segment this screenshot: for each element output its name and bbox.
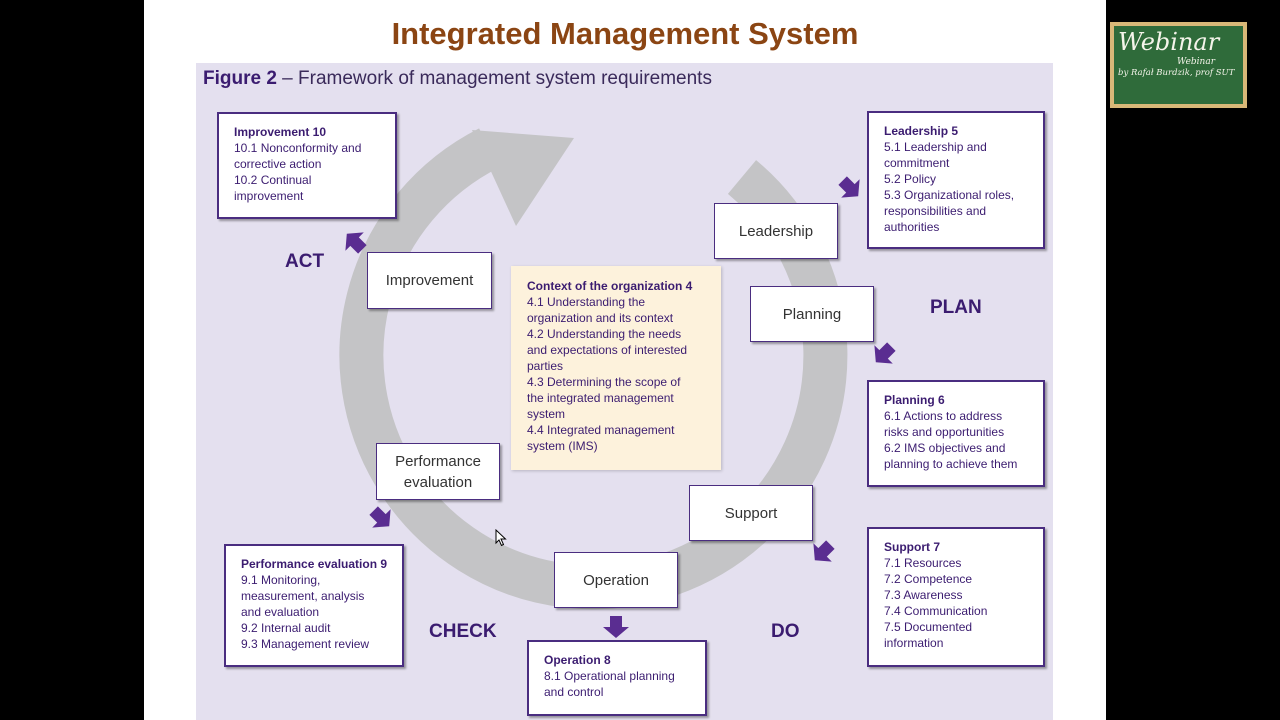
detail-heading: Operation 8 bbox=[544, 653, 611, 667]
detail-heading: Improvement 10 bbox=[234, 125, 327, 139]
badge-title: Webinar bbox=[1118, 28, 1220, 56]
stage-label-line: evaluation bbox=[403, 473, 473, 491]
detail-performance-evaluation: Performance evaluation 9 9.1 Monitoring,… bbox=[224, 544, 404, 667]
detail-heading: Performance evaluation 9 bbox=[241, 557, 388, 571]
detail-line: 7.3 Awareness bbox=[884, 588, 963, 602]
pointer-arrow-icon bbox=[838, 176, 860, 198]
detail-operation: Operation 8 8.1 Operational planning and… bbox=[527, 640, 707, 716]
detail-line: 7.1 Resources bbox=[884, 556, 962, 570]
stage-support: Support bbox=[689, 485, 813, 541]
pointer-arrow-icon bbox=[874, 342, 896, 364]
context-line: system bbox=[527, 407, 566, 421]
context-line: parties bbox=[527, 359, 564, 373]
stage-label: Performance evaluation bbox=[395, 451, 481, 493]
detail-line: corrective action bbox=[234, 157, 322, 171]
detail-line: 9.1 Monitoring, bbox=[241, 573, 321, 587]
context-line: 4.4 Integrated management bbox=[527, 423, 675, 437]
stage-label: Support bbox=[724, 504, 778, 522]
detail-line: 5.2 Policy bbox=[884, 172, 937, 186]
figure-separator: – bbox=[276, 68, 299, 89]
detail-planning: Planning 6 6.1 Actions to address risks … bbox=[867, 380, 1045, 487]
stage-label: Improvement bbox=[385, 272, 474, 289]
context-box: Context of the organization 4 4.1 Unders… bbox=[511, 266, 721, 470]
pointer-arrow-icon bbox=[813, 540, 835, 562]
detail-line: planning to achieve them bbox=[884, 457, 1018, 471]
slide-title: Integrated Management System bbox=[391, 16, 859, 51]
context-line: and expectations of interested bbox=[527, 343, 688, 357]
slide: Integrated Management System Figure 2 – … bbox=[144, 0, 1106, 720]
detail-line: 5.3 Organizational roles, bbox=[884, 188, 1015, 202]
context-line: system (IMS) bbox=[527, 439, 598, 453]
context-line: 4.1 Understanding the bbox=[527, 295, 646, 309]
detail-line: 10.1 Nonconformity and bbox=[234, 141, 362, 155]
cycle-arrowhead-icon bbox=[472, 130, 574, 226]
pointer-arrow-icon bbox=[345, 232, 367, 254]
detail-leadership: Leadership 5 5.1 Leadership and commitme… bbox=[867, 111, 1045, 249]
detail-improvement: Improvement 10 10.1 Nonconformity and co… bbox=[217, 112, 397, 219]
figure-caption-text: Framework of management system requireme… bbox=[298, 68, 712, 89]
stage-label: Leadership bbox=[738, 222, 814, 240]
stage-leadership: Leadership bbox=[714, 203, 838, 259]
stage-performance-evaluation: Performance evaluation bbox=[376, 443, 500, 500]
detail-line: authorities bbox=[884, 220, 940, 234]
context-line: 4.2 Understanding the needs bbox=[527, 327, 682, 341]
context-line: organization and its context bbox=[527, 311, 674, 325]
detail-line: 8.1 Operational planning bbox=[544, 669, 675, 683]
detail-heading: Leadership 5 bbox=[884, 124, 959, 138]
phase-do: DO bbox=[771, 621, 800, 642]
pointer-arrow-icon bbox=[603, 616, 629, 638]
detail-line: information bbox=[884, 636, 944, 650]
detail-line: risks and opportunities bbox=[884, 425, 1005, 439]
stage-planning: Planning bbox=[750, 286, 874, 342]
mouse-cursor-icon bbox=[495, 529, 507, 547]
detail-line: 6.1 Actions to address bbox=[884, 409, 1003, 423]
badge-subtitle: Webinar bbox=[1177, 57, 1215, 67]
phase-plan: PLAN bbox=[930, 297, 982, 318]
stage-operation: Operation bbox=[554, 552, 678, 608]
stage-label: Operation bbox=[583, 571, 649, 589]
webinar-badge: Webinar Webinar by Rafał Burdzik, prof S… bbox=[1110, 22, 1247, 108]
badge-byline: by Rafał Burdzik, prof SUT bbox=[1118, 68, 1235, 78]
context-line: 4.3 Determining the scope of bbox=[527, 375, 681, 389]
detail-line: and evaluation bbox=[241, 605, 320, 619]
detail-support: Support 7 7.1 Resources 7.2 Competence 7… bbox=[867, 527, 1045, 667]
detail-heading: Support 7 bbox=[884, 540, 940, 554]
phase-act: ACT bbox=[285, 251, 325, 272]
detail-line: and control bbox=[544, 685, 604, 699]
figure-label: Figure 2 bbox=[203, 68, 277, 89]
detail-heading: Planning 6 bbox=[884, 393, 945, 407]
stage-label: Planning bbox=[782, 305, 842, 323]
detail-line: improvement bbox=[234, 189, 304, 203]
chalkboard: Webinar Webinar by Rafał Burdzik, prof S… bbox=[1114, 26, 1243, 104]
detail-line: 7.2 Competence bbox=[884, 572, 973, 586]
figure-caption: Figure 2 – Framework of management syste… bbox=[203, 68, 712, 90]
context-heading: Context of the organization 4 bbox=[527, 279, 693, 293]
detail-line: 7.4 Communication bbox=[884, 604, 988, 618]
detail-line: responsibilities and bbox=[884, 204, 987, 218]
pointer-arrow-icon bbox=[369, 506, 391, 528]
detail-line: commitment bbox=[884, 156, 950, 170]
context-line: the integrated management bbox=[527, 391, 674, 405]
stage-improvement: Improvement bbox=[367, 252, 492, 309]
detail-line: 6.2 IMS objectives and bbox=[884, 441, 1006, 455]
detail-line: 5.1 Leadership and bbox=[884, 140, 987, 154]
phase-check: CHECK bbox=[429, 621, 497, 642]
detail-line: 7.5 Documented bbox=[884, 620, 973, 634]
detail-line: 9.3 Management review bbox=[241, 637, 370, 651]
detail-line: 10.2 Continual bbox=[234, 173, 312, 187]
detail-line: measurement, analysis bbox=[241, 589, 365, 603]
stage-label-line: Performance bbox=[395, 452, 481, 470]
detail-line: 9.2 Internal audit bbox=[241, 621, 331, 635]
